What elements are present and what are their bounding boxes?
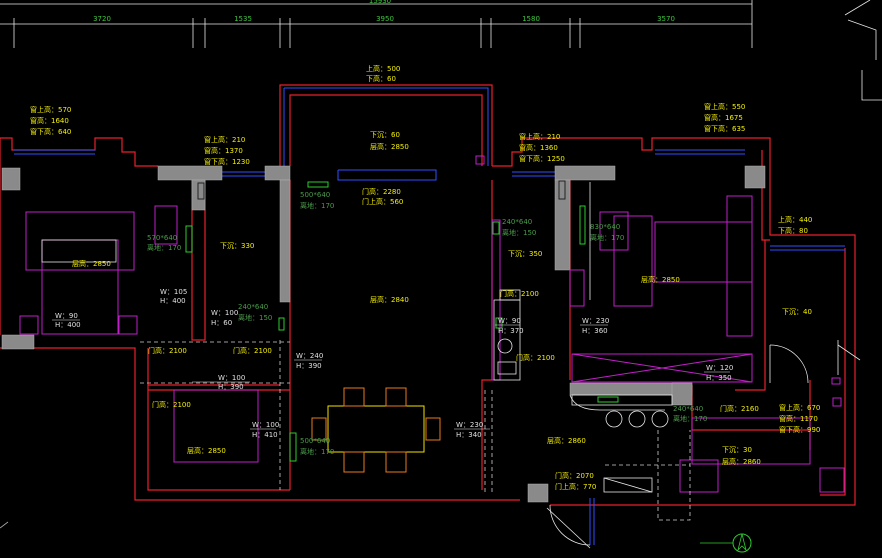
annotation: 离地：170	[147, 243, 181, 252]
annotation: 离地：150	[502, 228, 536, 237]
outlets	[185, 181, 619, 462]
dimension-segment: 3950	[376, 15, 394, 23]
total-dimension: 15930	[369, 0, 391, 5]
annotation: W：100	[218, 374, 245, 382]
annotation: 窗高：1360	[519, 143, 558, 152]
dimension-line: 15930 3720 1535 3950 1580 3570	[0, 0, 882, 101]
annotation: 离地：170	[300, 447, 334, 456]
annotation: H：340	[456, 431, 482, 439]
annotation: H：360	[582, 327, 608, 335]
annotation: 门高：2100	[500, 289, 539, 298]
annotation: H：390	[296, 362, 322, 370]
annotation: 层高：2850	[72, 259, 111, 268]
annotation: 240*640	[238, 303, 268, 311]
annotation: 窗上高：570	[30, 105, 71, 114]
dimension-segment: 1535	[234, 15, 252, 23]
annotation: 窗下高：1230	[204, 157, 250, 166]
annotation: 上高：500	[366, 64, 400, 73]
annotation: 离地：170	[590, 233, 624, 242]
annotation: 240*640	[502, 218, 532, 226]
dimension-segment: 1580	[522, 15, 540, 23]
annotation: 门高：2160	[720, 404, 759, 413]
annotation: 窗高：1370	[204, 146, 243, 155]
annotation: 层高：2850	[641, 275, 680, 284]
room-annotations: 窗上高：570 窗高：1640 窗下高：640 层高：2850 W：90 H：4…	[30, 64, 820, 491]
annotation: 离地：150	[238, 313, 272, 322]
furniture	[19, 155, 845, 493]
annotation: 离地：170	[300, 201, 334, 210]
dashed-lines	[140, 340, 691, 521]
annotation: 830*640	[590, 223, 620, 231]
annotation: W：90	[55, 312, 78, 320]
annotation: H：410	[252, 431, 278, 439]
annotation: H：60	[211, 319, 232, 327]
fixtures	[41, 182, 861, 549]
annotation: 门高：2100	[148, 346, 187, 355]
annotation: 500*640	[300, 437, 330, 445]
annotation: 窗高：1170	[779, 414, 818, 423]
annotation: 门高：2280	[362, 187, 401, 196]
annotation: 下沉：30	[722, 446, 752, 454]
annotation: 下沉：330	[220, 242, 254, 250]
annotation: 570*640	[147, 234, 177, 242]
annotation: 窗上高：210	[204, 135, 245, 144]
annotation: W：100	[252, 421, 279, 429]
annotation: 层高：2840	[370, 295, 409, 304]
annotation: 门高：2100	[516, 353, 555, 362]
annotation: 门上高：560	[362, 197, 403, 206]
annotation: 下沉：40	[782, 308, 812, 316]
north-arrow-icon	[700, 533, 752, 553]
dimension-segment: 3720	[93, 15, 111, 23]
annotation: 240*640	[673, 405, 703, 413]
windows	[14, 87, 845, 545]
annotation: 窗上高：670	[779, 403, 820, 412]
annotation: 窗高：1640	[30, 116, 69, 125]
annotation: 窗下高：640	[30, 127, 71, 136]
annotation: 下沉：60	[370, 131, 400, 139]
annotation: 窗上高：550	[704, 102, 745, 111]
annotation: 窗下高：990	[779, 425, 820, 434]
annotation: 窗下高：1250	[519, 154, 565, 163]
annotation: 层高：2860	[722, 457, 761, 466]
annotation: W：240	[296, 352, 323, 360]
dining-table	[311, 387, 441, 473]
annotation: W：230	[456, 421, 483, 429]
annotation: 500*640	[300, 191, 330, 199]
dimension-segment: 3570	[657, 15, 675, 23]
annotation: 下沉：350	[508, 250, 542, 258]
annotation: W：120	[706, 364, 733, 372]
annotation: 窗上高：210	[519, 132, 560, 141]
annotation: W：230	[582, 317, 609, 325]
annotation: H：390	[218, 383, 244, 391]
annotation: 门高：2070	[555, 471, 594, 480]
annotation: 窗高：1675	[704, 113, 743, 122]
annotation: 离地：170	[673, 414, 707, 423]
annotation: H：350	[706, 374, 732, 382]
annotation: H：370	[498, 327, 524, 335]
annotation: 下高：80	[778, 226, 808, 235]
annotation: W：90	[498, 317, 521, 325]
annotation: 层高：2850	[187, 446, 226, 455]
annotation: 层高：2860	[547, 436, 586, 445]
annotation: W：100	[211, 309, 238, 317]
annotation: 门高：2100	[233, 346, 272, 355]
annotation: 门高：2100	[152, 400, 191, 409]
annotation: 窗下高：635	[704, 124, 745, 133]
annotation: 下高：60	[366, 74, 396, 83]
annotation: H：400	[55, 321, 81, 329]
annotation: W：105	[160, 288, 187, 296]
annotation: 门上高：770	[555, 482, 596, 491]
annotation: H：400	[160, 297, 186, 305]
annotation: 层高：2850	[370, 142, 409, 151]
columns	[1, 165, 766, 503]
annotation: 上高：440	[778, 215, 812, 224]
